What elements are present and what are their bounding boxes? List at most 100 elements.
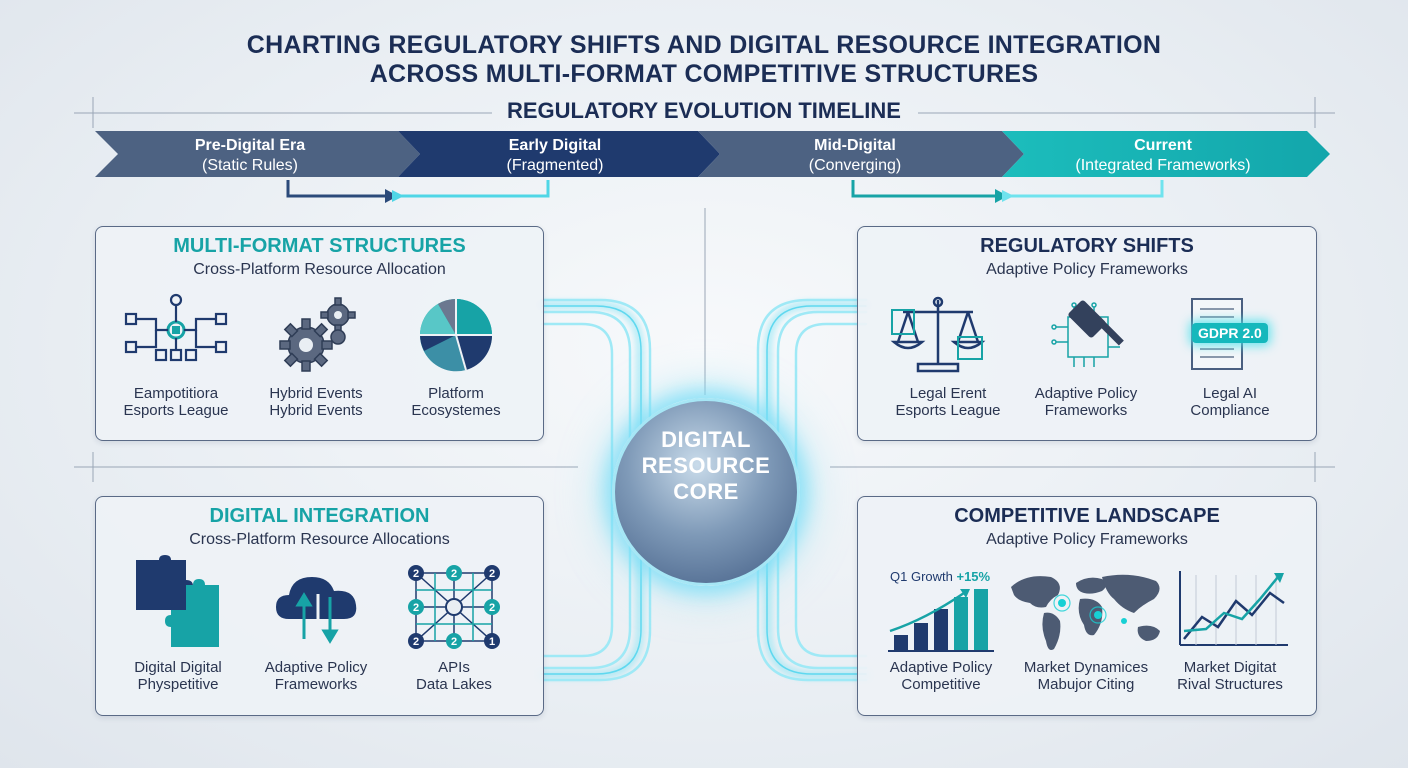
- timeline-stage-4-desc: (Integrated Frameworks): [1075, 157, 1251, 174]
- digital-item-1-line1: Digital Digital: [134, 659, 222, 676]
- main-title-line1: CHARTING REGULATORY SHIFTS AND DIGITAL R…: [246, 31, 1162, 59]
- panel-digital-subtitle: Cross-Platform Resource Allocations: [189, 531, 450, 548]
- growth-delta: +15%: [956, 569, 991, 584]
- timeline-stage-4: Current (Integrated Frameworks): [1040, 136, 1286, 176]
- grid-node: 2: [408, 633, 424, 649]
- timeline-arrows: [95, 131, 1330, 203]
- gavel-chip-icon: [1051, 300, 1124, 367]
- comp-item-3-line1: Market Digitat: [1183, 659, 1277, 676]
- grid-node: 2: [484, 565, 500, 581]
- grid-node: 2: [484, 599, 500, 615]
- growth-caption-text: Q1 Growth: [890, 569, 953, 584]
- timeline-stage-1-name: Pre-Digital Era: [194, 137, 306, 154]
- puzzle-icon: [136, 555, 219, 647]
- multi-item-2-line2: Hybrid Events: [269, 402, 363, 419]
- core-label-line1: DIGITAL: [661, 427, 751, 452]
- reg-item-2-line1: Adaptive Policy: [1034, 385, 1138, 402]
- timeline-stage-4-chevron: [1002, 131, 1330, 177]
- multi-item-1-line1: Eampotitiora: [133, 385, 219, 402]
- core-label: DIGITAL RESOURCE CORE: [615, 427, 797, 505]
- timeline-stage-3-name: Mid-Digital: [814, 137, 896, 154]
- grid-node-label: 2: [413, 602, 419, 614]
- core-label-line3: CORE: [673, 479, 739, 504]
- scales-icon: [890, 296, 986, 373]
- gears-icon: [279, 297, 356, 372]
- grid-node-label: 2: [413, 636, 419, 648]
- core-label-line2: RESOURCE: [641, 453, 771, 478]
- grid-node: 2: [408, 599, 424, 615]
- digital-item-1-line2: Physpetitive: [137, 676, 219, 693]
- timeline-stage-1-desc: (Static Rules): [201, 157, 299, 174]
- comp-item-1-line1: Adaptive Policy: [889, 659, 993, 676]
- grid-node: 2: [446, 633, 462, 649]
- timeline-stage-3-chevron: [698, 131, 1024, 177]
- world-map-icon: [1011, 574, 1160, 650]
- digital-item-3-line2: Data Lakes: [416, 676, 492, 693]
- timeline-stage-2-name: Early Digital: [508, 137, 602, 154]
- panel-digital-title: DIGITAL INTEGRATION: [209, 505, 430, 527]
- growth-caption: Q1 Growth +15%: [890, 569, 990, 584]
- comp-item-2-line1: Market Dynamices: [1023, 659, 1149, 676]
- digital-item-2-line2: Frameworks: [274, 676, 358, 693]
- timeline-stage-2-chevron: [398, 131, 720, 177]
- timeline-stage-1-chevron: [95, 131, 420, 177]
- panel-competitive-landscape: COMPETITIVE LANDSCAPE Adaptive Policy Fr…: [857, 496, 1317, 716]
- multi-item-2-line1: Hybrid Events: [269, 385, 363, 402]
- comp-item-1-line2: Competitive: [901, 676, 981, 693]
- panel-reg-title: REGULATORY SHIFTS: [980, 235, 1194, 257]
- grid-node: 2: [408, 565, 424, 581]
- panel-multi-subtitle: Cross-Platform Resource Allocation: [193, 261, 446, 278]
- reg-item-1-line1: Legal Erent: [909, 385, 987, 402]
- panel-digital-integration: DIGITAL INTEGRATION Cross-Platform Resou…: [95, 496, 544, 716]
- main-title-line2: ACROSS MULTI-FORMAT COMPETITIVE STRUCTUR…: [369, 60, 1039, 88]
- reg-item-1-line2: Esports League: [895, 402, 1001, 419]
- reg-item-3-line2: Compliance: [1190, 402, 1270, 419]
- grid-node-label: 1: [489, 636, 495, 648]
- multi-item-3-line2: Ecosystemes: [411, 402, 501, 419]
- timeline-stage-4-name: Current: [1134, 137, 1192, 154]
- grid-node-label: 2: [451, 636, 457, 648]
- panel-multi-format: MULTI-FORMAT STRUCTURES Cross-Platform R…: [95, 226, 544, 441]
- panel-reg-subtitle: Adaptive Policy Frameworks: [986, 261, 1188, 278]
- reg-item-2-line2: Frameworks: [1044, 402, 1128, 419]
- panel-comp-title: COMPETITIVE LANDSCAPE: [954, 505, 1220, 527]
- cloud-sync-icon: [276, 577, 357, 644]
- digital-resource-core: DIGITAL RESOURCE CORE: [612, 398, 800, 586]
- panel-regulatory-shifts: REGULATORY SHIFTS Adaptive Policy Framew…: [857, 226, 1317, 441]
- grid-node-label: 2: [451, 568, 457, 580]
- grid-node: 1: [484, 633, 500, 649]
- timeline-title: REGULATORY EVOLUTION TIMELINE: [507, 98, 901, 123]
- line-chart-icon: [1179, 571, 1288, 646]
- panel-comp-subtitle: Adaptive Policy Frameworks: [986, 531, 1188, 548]
- grid-node-label: 2: [413, 568, 419, 580]
- comp-item-3-line2: Rival Structures: [1177, 676, 1283, 693]
- network-hierarchy-icon: [124, 293, 228, 362]
- comp-item-2-line2: Mabujor Citing: [1037, 676, 1135, 693]
- grid-node: 2: [446, 565, 462, 581]
- panel-multi-title: MULTI-FORMAT STRUCTURES: [173, 235, 466, 257]
- grid-node-label: 2: [489, 568, 495, 580]
- digital-item-2-line1: Adaptive Policy: [264, 659, 368, 676]
- grid-node-label: 2: [489, 602, 495, 614]
- digital-item-3-line1: APIs: [438, 659, 470, 676]
- node-grid-icon: 2 2 2 2 2 2 2 1: [408, 565, 500, 649]
- bar-growth-icon: [888, 589, 994, 652]
- timeline-stage-2: Early Digital (Fragmented): [455, 136, 655, 176]
- multi-item-1-line2: Esports League: [123, 402, 229, 419]
- timeline-stage-3-desc: (Converging): [808, 157, 902, 174]
- timeline-stage-3: Mid-Digital (Converging): [755, 136, 955, 176]
- reg-item-3-line1: Legal AI: [1202, 385, 1258, 402]
